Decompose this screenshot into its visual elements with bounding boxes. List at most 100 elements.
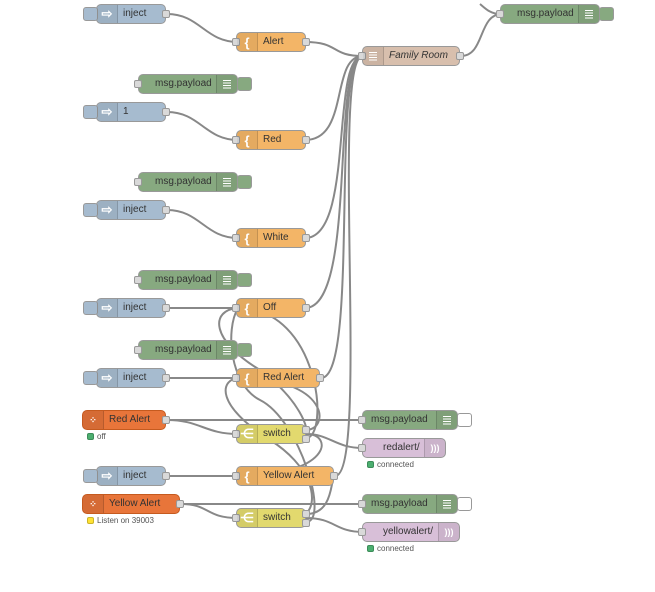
debug-node[interactable]: msg.payload [358, 410, 472, 430]
inject-trigger-button[interactable] [83, 469, 98, 483]
debug-node[interactable]: msg.payload [358, 494, 472, 514]
mqtt-node-redalert[interactable]: redalert/ ))) [358, 438, 446, 458]
wire [224, 377, 313, 515]
node-label: Red Alert [263, 372, 305, 383]
input-port[interactable] [358, 444, 366, 452]
wire [334, 55, 364, 477]
arrow-right-icon: ⇨ [97, 103, 118, 121]
wire [166, 209, 239, 239]
input-port[interactable] [232, 304, 240, 312]
output-port[interactable] [162, 416, 170, 424]
arrow-right-icon: ⇨ [97, 201, 118, 219]
input-port[interactable] [358, 416, 366, 424]
wire [166, 13, 239, 43]
switch-node[interactable]: ⋲ switch [232, 508, 310, 528]
output-port[interactable] [302, 519, 310, 527]
input-port[interactable] [496, 10, 504, 18]
output-port[interactable] [162, 10, 170, 18]
inject-node-alert[interactable]: ⇨ inject [83, 4, 170, 24]
debug-toggle-button[interactable] [237, 343, 252, 357]
node-label: inject [123, 372, 147, 383]
status-text: connected [377, 544, 414, 553]
output-port[interactable] [302, 38, 310, 46]
inject-node-red[interactable]: ⇨ 1 [83, 102, 170, 122]
input-port[interactable] [134, 276, 142, 284]
output-port[interactable] [302, 304, 310, 312]
input-port[interactable] [134, 346, 142, 354]
node-label: msg.payload [155, 344, 212, 355]
inject-trigger-button[interactable] [83, 301, 98, 315]
inject-node-off[interactable]: ⇨ inject [83, 298, 170, 318]
status-dot-icon [367, 461, 374, 468]
switch-node[interactable]: ⋲ switch [232, 424, 310, 444]
output-port[interactable] [176, 500, 184, 508]
debug-toggle-button[interactable] [457, 497, 472, 511]
status-label: connected [367, 460, 414, 469]
input-port[interactable] [232, 374, 240, 382]
debug-node[interactable]: msg.payload [134, 172, 252, 192]
debug-node-top[interactable]: msg.payload [496, 4, 614, 24]
output-port[interactable] [302, 426, 310, 434]
inject-node-redalert[interactable]: ⇨ inject [83, 368, 170, 388]
wire [304, 55, 364, 309]
list-icon [216, 75, 237, 93]
udp-node-yellow-alert[interactable]: ⁘ Yellow Alert [82, 494, 184, 514]
function-node-yellow[interactable]: { Yellow Alert [232, 466, 338, 486]
switch-fork-icon: ⋲ [237, 509, 258, 527]
list-icon [436, 411, 457, 429]
inject-trigger-button[interactable] [83, 203, 98, 217]
debug-node[interactable]: msg.payload [134, 270, 252, 290]
input-port[interactable] [232, 38, 240, 46]
input-port[interactable] [134, 80, 142, 88]
debug-toggle-button[interactable] [237, 77, 252, 91]
function-node-white[interactable]: { White [232, 228, 310, 248]
mqtt-node-yellowalert[interactable]: yellowalert/ ))) [358, 522, 460, 542]
output-port[interactable] [302, 510, 310, 518]
function-node-red[interactable]: { Red [232, 130, 310, 150]
inject-trigger-button[interactable] [83, 105, 98, 119]
output-port[interactable] [162, 108, 170, 116]
function-node-off[interactable]: { Off [232, 298, 310, 318]
debug-toggle-button[interactable] [457, 413, 472, 427]
node-label: msg.payload [155, 274, 212, 285]
input-port[interactable] [358, 52, 366, 60]
output-port[interactable] [302, 435, 310, 443]
family-room-node[interactable]: Family Room [358, 46, 464, 66]
output-port[interactable] [302, 234, 310, 242]
node-label: inject [123, 8, 147, 19]
input-port[interactable] [134, 178, 142, 186]
function-node-redalert[interactable]: { Red Alert [232, 368, 324, 388]
debug-node[interactable]: msg.payload [134, 74, 252, 94]
inject-node-white[interactable]: ⇨ inject [83, 200, 170, 220]
output-port[interactable] [162, 206, 170, 214]
inject-node-yellow[interactable]: ⇨ inject [83, 466, 170, 486]
input-port[interactable] [232, 514, 240, 522]
output-port[interactable] [162, 374, 170, 382]
input-port[interactable] [232, 430, 240, 438]
debug-node[interactable]: msg.payload [134, 340, 252, 360]
input-port[interactable] [358, 528, 366, 536]
output-port[interactable] [162, 304, 170, 312]
output-port[interactable] [330, 472, 338, 480]
inject-trigger-button[interactable] [83, 7, 98, 21]
output-port[interactable] [316, 374, 324, 382]
wire [304, 41, 364, 57]
tv-icon [363, 47, 384, 65]
output-port[interactable] [302, 136, 310, 144]
output-port[interactable] [162, 472, 170, 480]
debug-toggle-button[interactable] [237, 273, 252, 287]
input-port[interactable] [232, 234, 240, 242]
output-port[interactable] [456, 52, 464, 60]
node-label: switch [263, 428, 291, 439]
input-port[interactable] [232, 136, 240, 144]
node-label: Red Alert [109, 414, 151, 425]
debug-toggle-button[interactable] [237, 175, 252, 189]
input-port[interactable] [358, 500, 366, 508]
node-label: switch [263, 512, 291, 523]
debug-toggle-button[interactable] [599, 7, 614, 21]
wire [166, 111, 239, 141]
function-node-alert[interactable]: { Alert [232, 32, 310, 52]
inject-trigger-button[interactable] [83, 371, 98, 385]
input-port[interactable] [232, 472, 240, 480]
udp-node-red-alert[interactable]: ⁘ Red Alert [82, 410, 170, 430]
